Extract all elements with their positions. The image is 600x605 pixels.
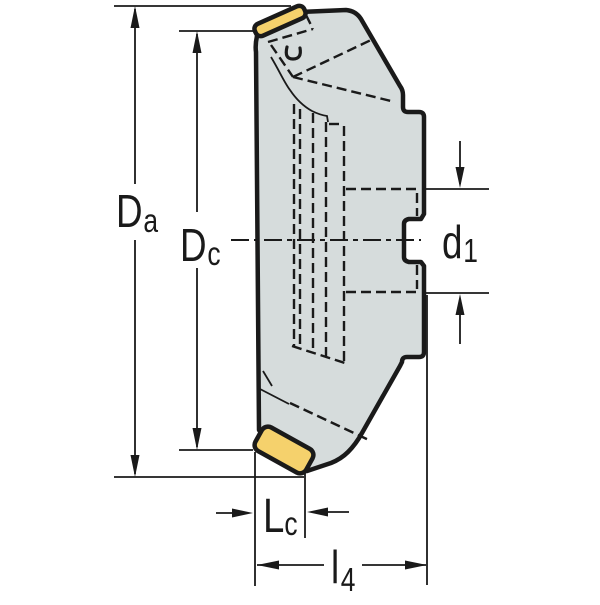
dimension-l4: l4 bbox=[257, 295, 428, 599]
pocket-line-bottom-a bbox=[262, 370, 273, 387]
label-l4: l4 bbox=[331, 541, 355, 599]
dimension-d1: d1 bbox=[426, 141, 489, 344]
label-dc: Dc bbox=[180, 219, 221, 273]
arrow-down-icon bbox=[455, 167, 465, 188]
dimension-lc: Lc bbox=[216, 452, 349, 586]
arrow-left-icon bbox=[307, 507, 328, 517]
hidden-lines-bore bbox=[291, 104, 419, 365]
label-d1: d1 bbox=[442, 216, 478, 270]
label-lc: Lc bbox=[263, 490, 298, 543]
arrow-up-icon bbox=[192, 31, 202, 53]
arrow-down-icon bbox=[192, 428, 202, 450]
dimension-da: Da bbox=[114, 5, 304, 478]
bottom-insert bbox=[252, 424, 316, 476]
top-insert bbox=[252, 3, 308, 39]
arrow-right-icon bbox=[405, 560, 427, 570]
arrow-left-icon bbox=[257, 560, 279, 570]
arrow-up-icon bbox=[455, 294, 465, 315]
dimension-dc: Dc bbox=[179, 30, 256, 451]
arrow-down-icon bbox=[130, 455, 140, 477]
label-da: Da bbox=[116, 185, 158, 240]
pocket-line-bottom-b bbox=[259, 388, 290, 405]
hidden-lines-top-pocket bbox=[267, 14, 392, 103]
chip-relief-notch bbox=[284, 45, 302, 61]
arrow-right-icon bbox=[232, 508, 253, 518]
arrow-up-icon bbox=[130, 6, 140, 28]
bore-seat-curve-top bbox=[270, 56, 329, 123]
